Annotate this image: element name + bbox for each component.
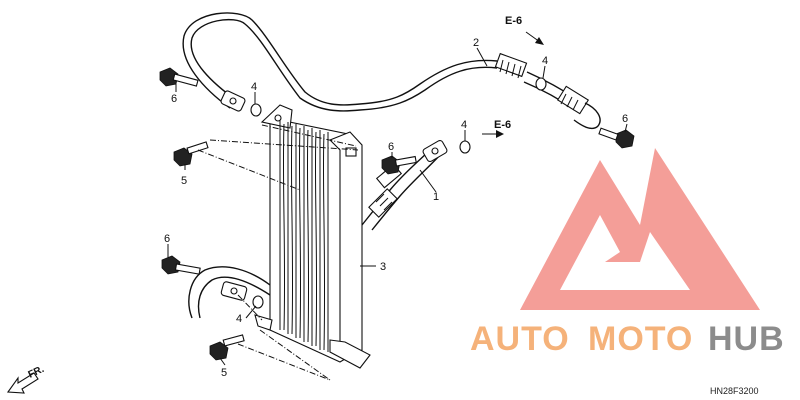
o-ring-4-upper-right [535,77,547,91]
watermark-logo: AUTO MOTO HUB [470,148,785,358]
o-ring-4-lower [252,295,264,309]
callout-3: 3 [380,261,386,273]
callout-2: 2 [473,37,479,49]
front-direction-indicator: FR. [6,364,46,394]
lower-oil-pipe [361,139,448,231]
callout-4-lower: 4 [236,313,242,325]
flange-bolt-6-lower-left [161,255,201,275]
upper-oil-pipe [182,12,601,130]
reference-e6-top: E-6 [505,15,544,45]
svg-text:E-6: E-6 [505,15,522,27]
callout-4-upper-left: 4 [251,81,257,93]
flange-bolt-6-upper-left [159,67,199,87]
flange-bolt-6-mid [381,155,417,175]
front-arrow-icon [6,372,39,394]
callout-6-upper-left: 6 [171,93,177,105]
flange-bolt-5-upper [173,141,209,167]
callout-1: 1 [433,191,439,203]
svg-text:E-6: E-6 [494,119,511,131]
o-ring-4-upper-left [250,103,262,117]
o-ring-4-mid [459,140,471,154]
watermark-text-auto: AUTO [470,320,570,358]
flange-bolt-6-right [598,127,635,149]
flange-bolt-5-lower [209,334,245,361]
oil-cooler [188,104,371,369]
callout-6-right: 6 [622,113,628,125]
callout-6-lower-left: 6 [164,233,170,245]
watermark-triangle-mark [520,148,760,310]
reference-e6-right: E-6 [482,119,511,138]
callout-4-mid: 4 [461,119,467,131]
watermark-text-moto: MOTO [588,320,693,358]
leader-lines [167,47,628,381]
svg-text:FR.: FR. [27,364,46,381]
callout-5-lower: 5 [221,367,227,379]
callout-6-mid: 6 [388,141,394,153]
watermark-text-hub: HUB [708,320,785,358]
callout-5-upper: 5 [181,175,187,187]
drawing-code: HN28F3200 [710,386,759,396]
callout-4-top-right: 4 [542,55,548,67]
